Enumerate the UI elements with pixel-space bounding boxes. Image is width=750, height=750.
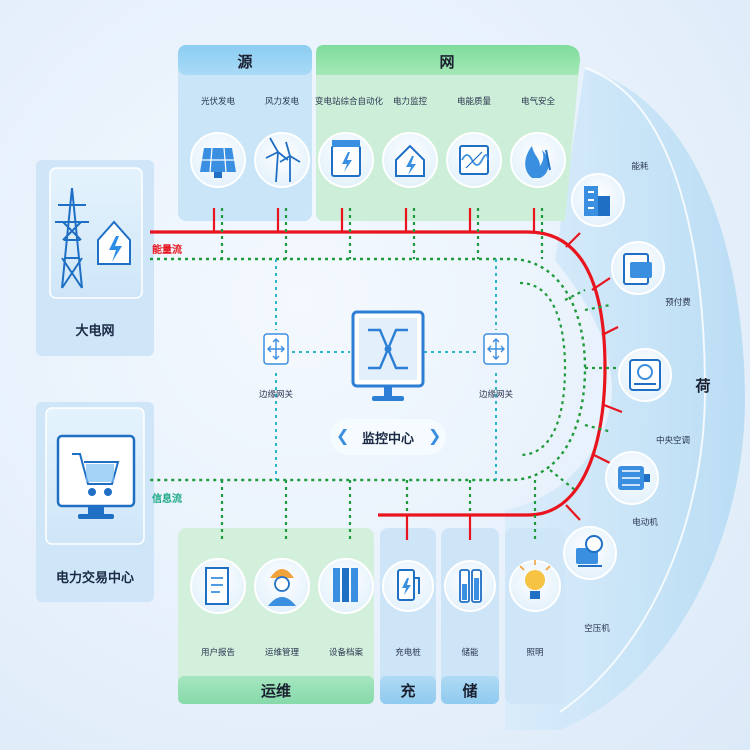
network-header: 网 xyxy=(439,53,455,71)
monitor-icon xyxy=(351,310,425,401)
user-report-icon xyxy=(205,567,229,605)
maintenance-worker-icon xyxy=(268,569,296,606)
source-header: 源 xyxy=(237,53,253,71)
power-monitoring-icon xyxy=(395,144,425,177)
gateway-icon-right xyxy=(483,333,509,365)
lighting-bulb-icon xyxy=(519,560,551,599)
label-power-quality: 电能质量 xyxy=(456,97,491,107)
label-central-ac: 中央空调 xyxy=(655,436,690,446)
storage-header-bg xyxy=(441,676,499,704)
load-header: 荷 xyxy=(695,377,711,395)
charge-header-bg xyxy=(380,676,436,704)
label-storage: 储能 xyxy=(461,648,479,658)
energy-stubs-bottom xyxy=(405,515,472,540)
label-wind: 风力发电 xyxy=(264,97,299,107)
battery-storage-icon xyxy=(459,569,482,603)
label-substation: 变电站综合自动化 xyxy=(314,97,383,107)
house-power-icon xyxy=(97,220,131,265)
charge-header: 充 xyxy=(400,682,416,700)
wind-turbine-icon xyxy=(265,137,301,183)
ops-header: 运维 xyxy=(260,682,291,700)
ops-header-bg xyxy=(178,676,374,704)
bottom-circles xyxy=(190,558,561,614)
gateway-links xyxy=(275,259,497,480)
monitor-label: 监控中心 xyxy=(361,432,414,447)
label-lighting: 照明 xyxy=(526,648,544,658)
label-air-compressor: 空压机 xyxy=(584,624,610,634)
energy-stubs-top xyxy=(212,208,536,232)
label-ops-management: 运维管理 xyxy=(264,648,299,658)
charging-pile-icon xyxy=(397,569,420,601)
label-prepaid: 预付费 xyxy=(665,298,691,308)
label-user-report: 用户报告 xyxy=(200,648,235,658)
gateway-label-right: 边缘网关 xyxy=(478,390,513,400)
shopping-cart-icon xyxy=(72,453,120,496)
network-header-bg xyxy=(316,45,580,75)
equipment-archive-icon xyxy=(333,568,358,602)
storage-header: 储 xyxy=(462,682,478,700)
label-electric-motor: 电动机 xyxy=(632,518,658,528)
energy-branches-load xyxy=(565,232,623,521)
network-panel xyxy=(316,45,580,221)
load-arc-inner xyxy=(559,67,707,713)
gateway-icon-left xyxy=(263,333,289,365)
energy-consumption-icon xyxy=(584,186,610,216)
source-header-bg xyxy=(178,45,312,75)
label-power-monitoring: 电力监控 xyxy=(392,97,427,107)
monitor-right-arrow: ❯ xyxy=(428,426,442,445)
gateway-label-left: 边缘网关 xyxy=(258,390,293,400)
transmission-tower-icon xyxy=(55,187,89,289)
label-equipment-archive: 设备档案 xyxy=(328,648,363,658)
info-flow-label: 信息流 xyxy=(152,494,182,505)
label-energy-consumption: 能耗 xyxy=(631,162,649,172)
grid-label: 大电网 xyxy=(75,324,115,339)
trade-label: 电力交易中心 xyxy=(55,571,134,586)
label-charging-pile: 充电桩 xyxy=(395,648,421,658)
substation-icon xyxy=(331,140,361,177)
monitor-label-bg xyxy=(330,419,446,455)
info-branches xyxy=(220,208,618,540)
label-solar: 光伏发电 xyxy=(200,97,235,107)
solar-panel-icon xyxy=(200,147,236,178)
info-flow-inner xyxy=(519,281,567,457)
power-quality-icon xyxy=(459,145,489,175)
label-electrical-safety: 电气安全 xyxy=(520,97,555,107)
central-ac-icon xyxy=(629,359,661,391)
air-compressor-icon xyxy=(576,535,603,567)
monitor-left-arrow: ❮ xyxy=(336,426,350,445)
electrical-safety-icon xyxy=(525,146,551,178)
energy-flow-label: 能量流 xyxy=(152,245,182,256)
lighting-panel xyxy=(505,528,565,704)
trade-cart-fill xyxy=(86,464,114,482)
electric-motor-icon xyxy=(618,466,650,490)
prepaid-card-icon xyxy=(623,253,652,285)
